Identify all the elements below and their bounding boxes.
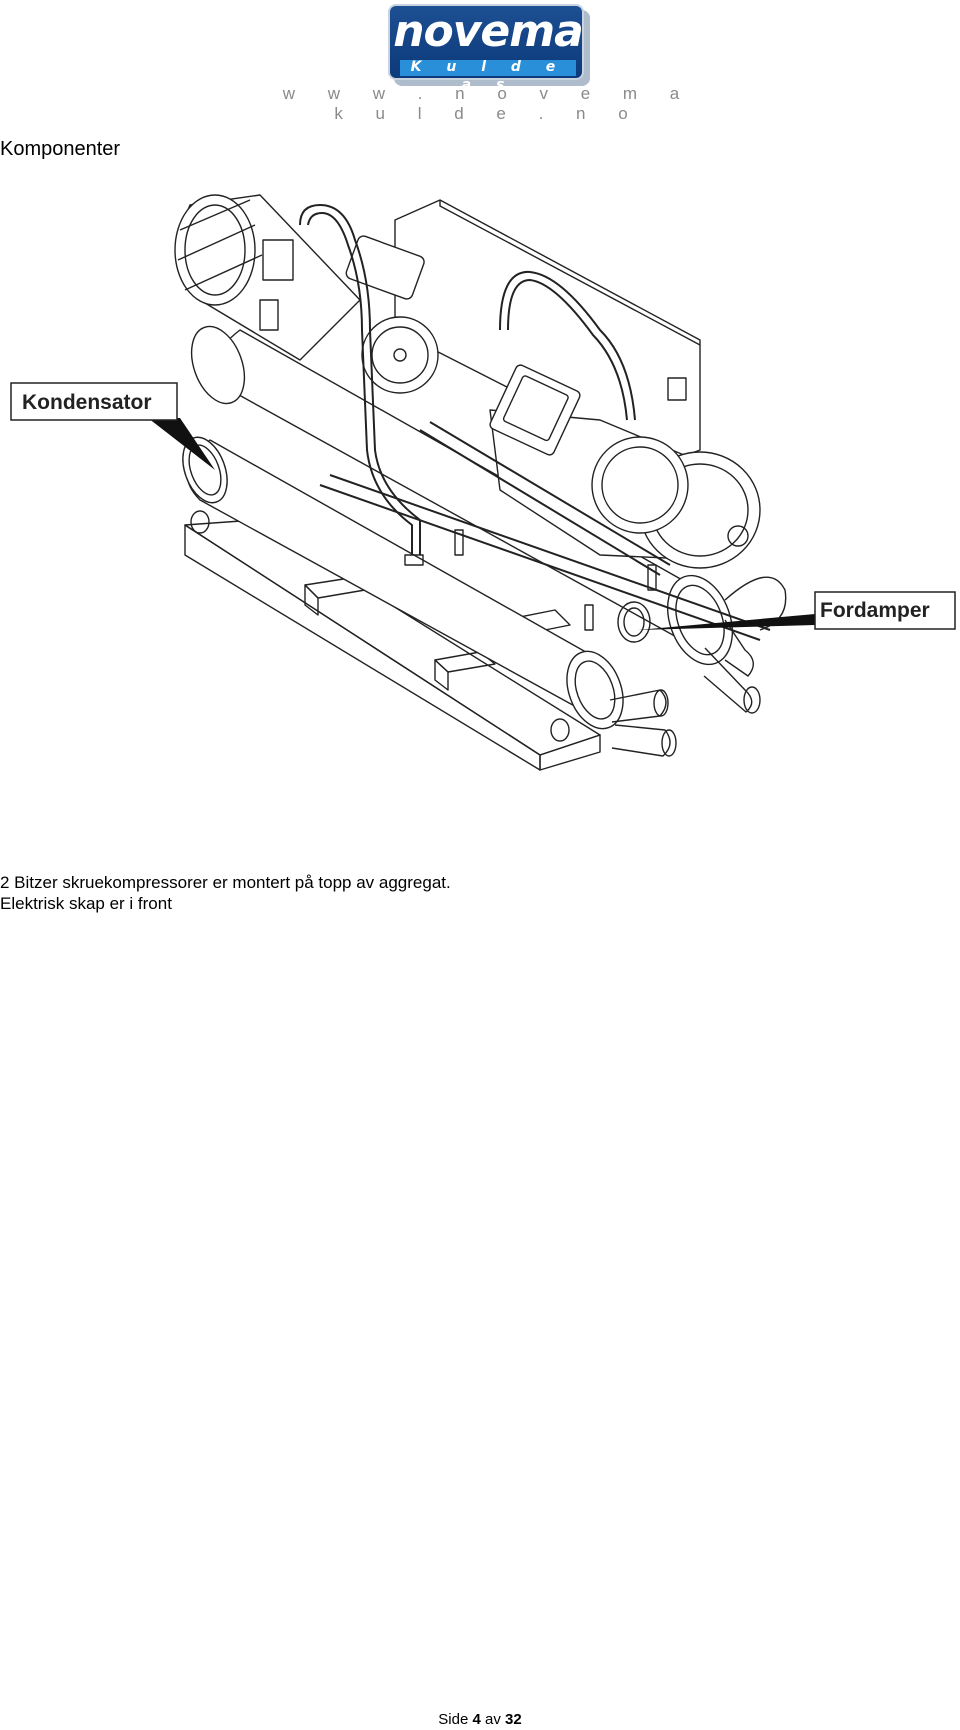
- logo-sub-text: K u l d e a s: [410, 59, 566, 93]
- logo-box: novema K u l d e a s: [388, 4, 584, 93]
- compressor-2: [489, 364, 761, 569]
- logo-sub-band: [400, 60, 576, 76]
- body-text: 2 Bitzer skruekompressorer er montert på…: [0, 872, 451, 914]
- section-heading: Komponenter: [0, 138, 121, 160]
- chiller-diagram: Kondensator Fordamper: [10, 194, 956, 771]
- callout-evaporator-label: Fordamper: [820, 599, 930, 622]
- callout-evaporator: Fordamper: [638, 591, 956, 630]
- company-logo: novema K u l d e a s: [388, 4, 592, 93]
- compressor-1: [174, 194, 439, 394]
- piping: [299, 204, 771, 641]
- valves: [404, 529, 657, 631]
- footer-total-pages: 32: [505, 1711, 522, 1728]
- evaporator-shell: [190, 325, 787, 714]
- condenser-shell: [182, 436, 677, 757]
- footer-page-number: 4: [472, 1711, 481, 1728]
- footer-prefix: Side: [438, 1711, 469, 1728]
- callout-condenser: Kondensator: [10, 382, 215, 470]
- footer-separator: av: [485, 1711, 501, 1728]
- logo-brand-text: novema: [393, 6, 584, 57]
- body-line-2: Elektrisk skap er i front: [0, 894, 172, 913]
- page-footer: Side 4 av 32: [0, 1711, 960, 1728]
- body-line-1: 2 Bitzer skruekompressorer er montert på…: [0, 873, 451, 892]
- website-url: w w w . n o v e m a k u l d e . n o: [282, 84, 694, 123]
- callout-condenser-label: Kondensator: [22, 391, 152, 414]
